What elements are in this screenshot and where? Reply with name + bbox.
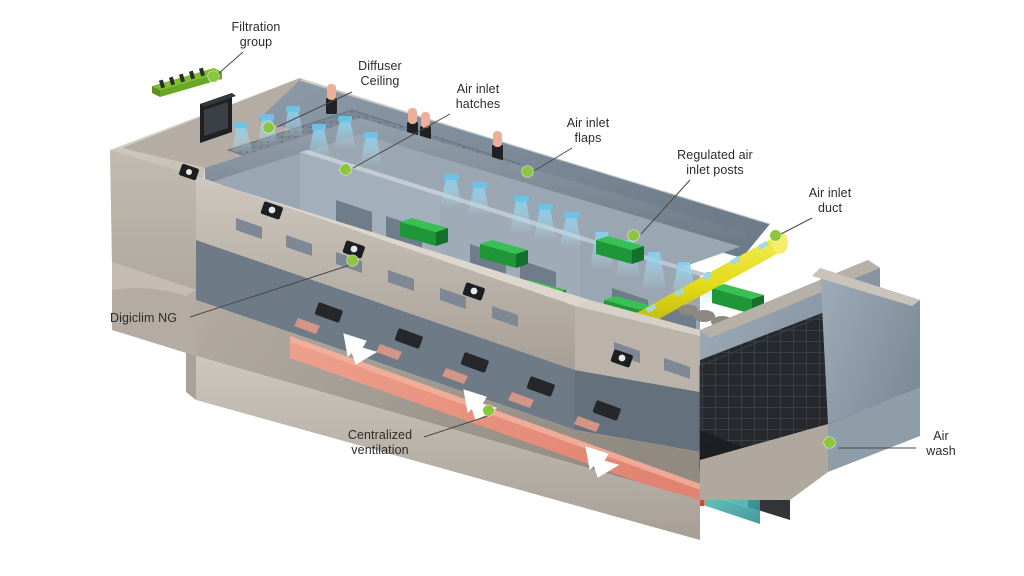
lower-level-void — [196, 240, 575, 430]
leader-air-inlet-duct — [780, 217, 813, 235]
filtration-group-module — [152, 67, 222, 97]
front-wall-lower — [196, 356, 700, 540]
filtration-unit-top — [200, 93, 236, 107]
marker-dot-regulated-air-inlet-posts[interactable] — [628, 230, 639, 241]
marker-dot-air-inlet-flaps[interactable] — [522, 166, 533, 177]
filtration-unit-grille — [204, 102, 228, 136]
cutaway-curve-left — [112, 262, 196, 296]
front-wall-upper — [196, 176, 575, 370]
callout-label-filtration-group: Filtration group — [231, 20, 281, 49]
callout-label-air-inlet-duct: Air inlet duct — [808, 186, 852, 215]
front-wall-upper-right-cap — [575, 300, 700, 336]
roof-ridge — [299, 79, 771, 225]
digiclim-control-units — [179, 163, 633, 368]
callout-label-digiclim-ng: Digiclim NG — [110, 311, 178, 325]
marker-dot-air-inlet-duct[interactable] — [770, 230, 781, 241]
marker-dot-filtration-group[interactable] — [208, 71, 219, 82]
callout-label-regulated-air-inlet-posts: Regulated air inlet posts — [677, 148, 753, 177]
callout-label-diffuser-ceiling: Diffuser Ceiling — [358, 59, 402, 88]
leader-centralized-ventilation — [423, 415, 489, 438]
leader-air-inlet-flaps — [533, 147, 573, 172]
callout-label-air-wash: Air wash — [926, 429, 956, 458]
callout-label-centralized-ventilation: Centralized ventilation — [347, 428, 413, 457]
callout-label-air-inlet-hatches: Air inlet hatches — [455, 82, 501, 111]
roof-chimney — [492, 131, 503, 161]
leader-filtration-group — [217, 51, 244, 75]
roof-chimney — [326, 84, 337, 114]
leader-diffuser-ceiling — [276, 91, 353, 128]
front-wall-upper-cap — [196, 176, 590, 306]
callout-label-air-inlet-flaps: Air inlet flaps — [566, 116, 610, 145]
left-gable-shade — [110, 150, 196, 290]
leader-digiclim-ng — [189, 264, 351, 318]
marker-dot-diffuser-ceiling[interactable] — [263, 122, 274, 133]
right-apron — [700, 424, 828, 500]
marker-dot-digiclim-ng[interactable] — [347, 255, 358, 266]
leader-regulated-air-inlet-posts — [640, 179, 691, 235]
right-outer-wall — [820, 268, 920, 424]
marker-dot-air-wash[interactable] — [824, 437, 835, 448]
lower-level-void-right — [575, 370, 700, 452]
leader-air-inlet-hatches — [352, 113, 451, 169]
marker-dot-air-inlet-hatches[interactable] — [340, 164, 351, 175]
marker-dot-centralized-ventilation[interactable] — [483, 405, 494, 416]
corridor-extraction-units — [294, 302, 621, 432]
right-outer-wall-lower — [828, 388, 920, 472]
right-outer-wall-cap — [812, 268, 920, 306]
